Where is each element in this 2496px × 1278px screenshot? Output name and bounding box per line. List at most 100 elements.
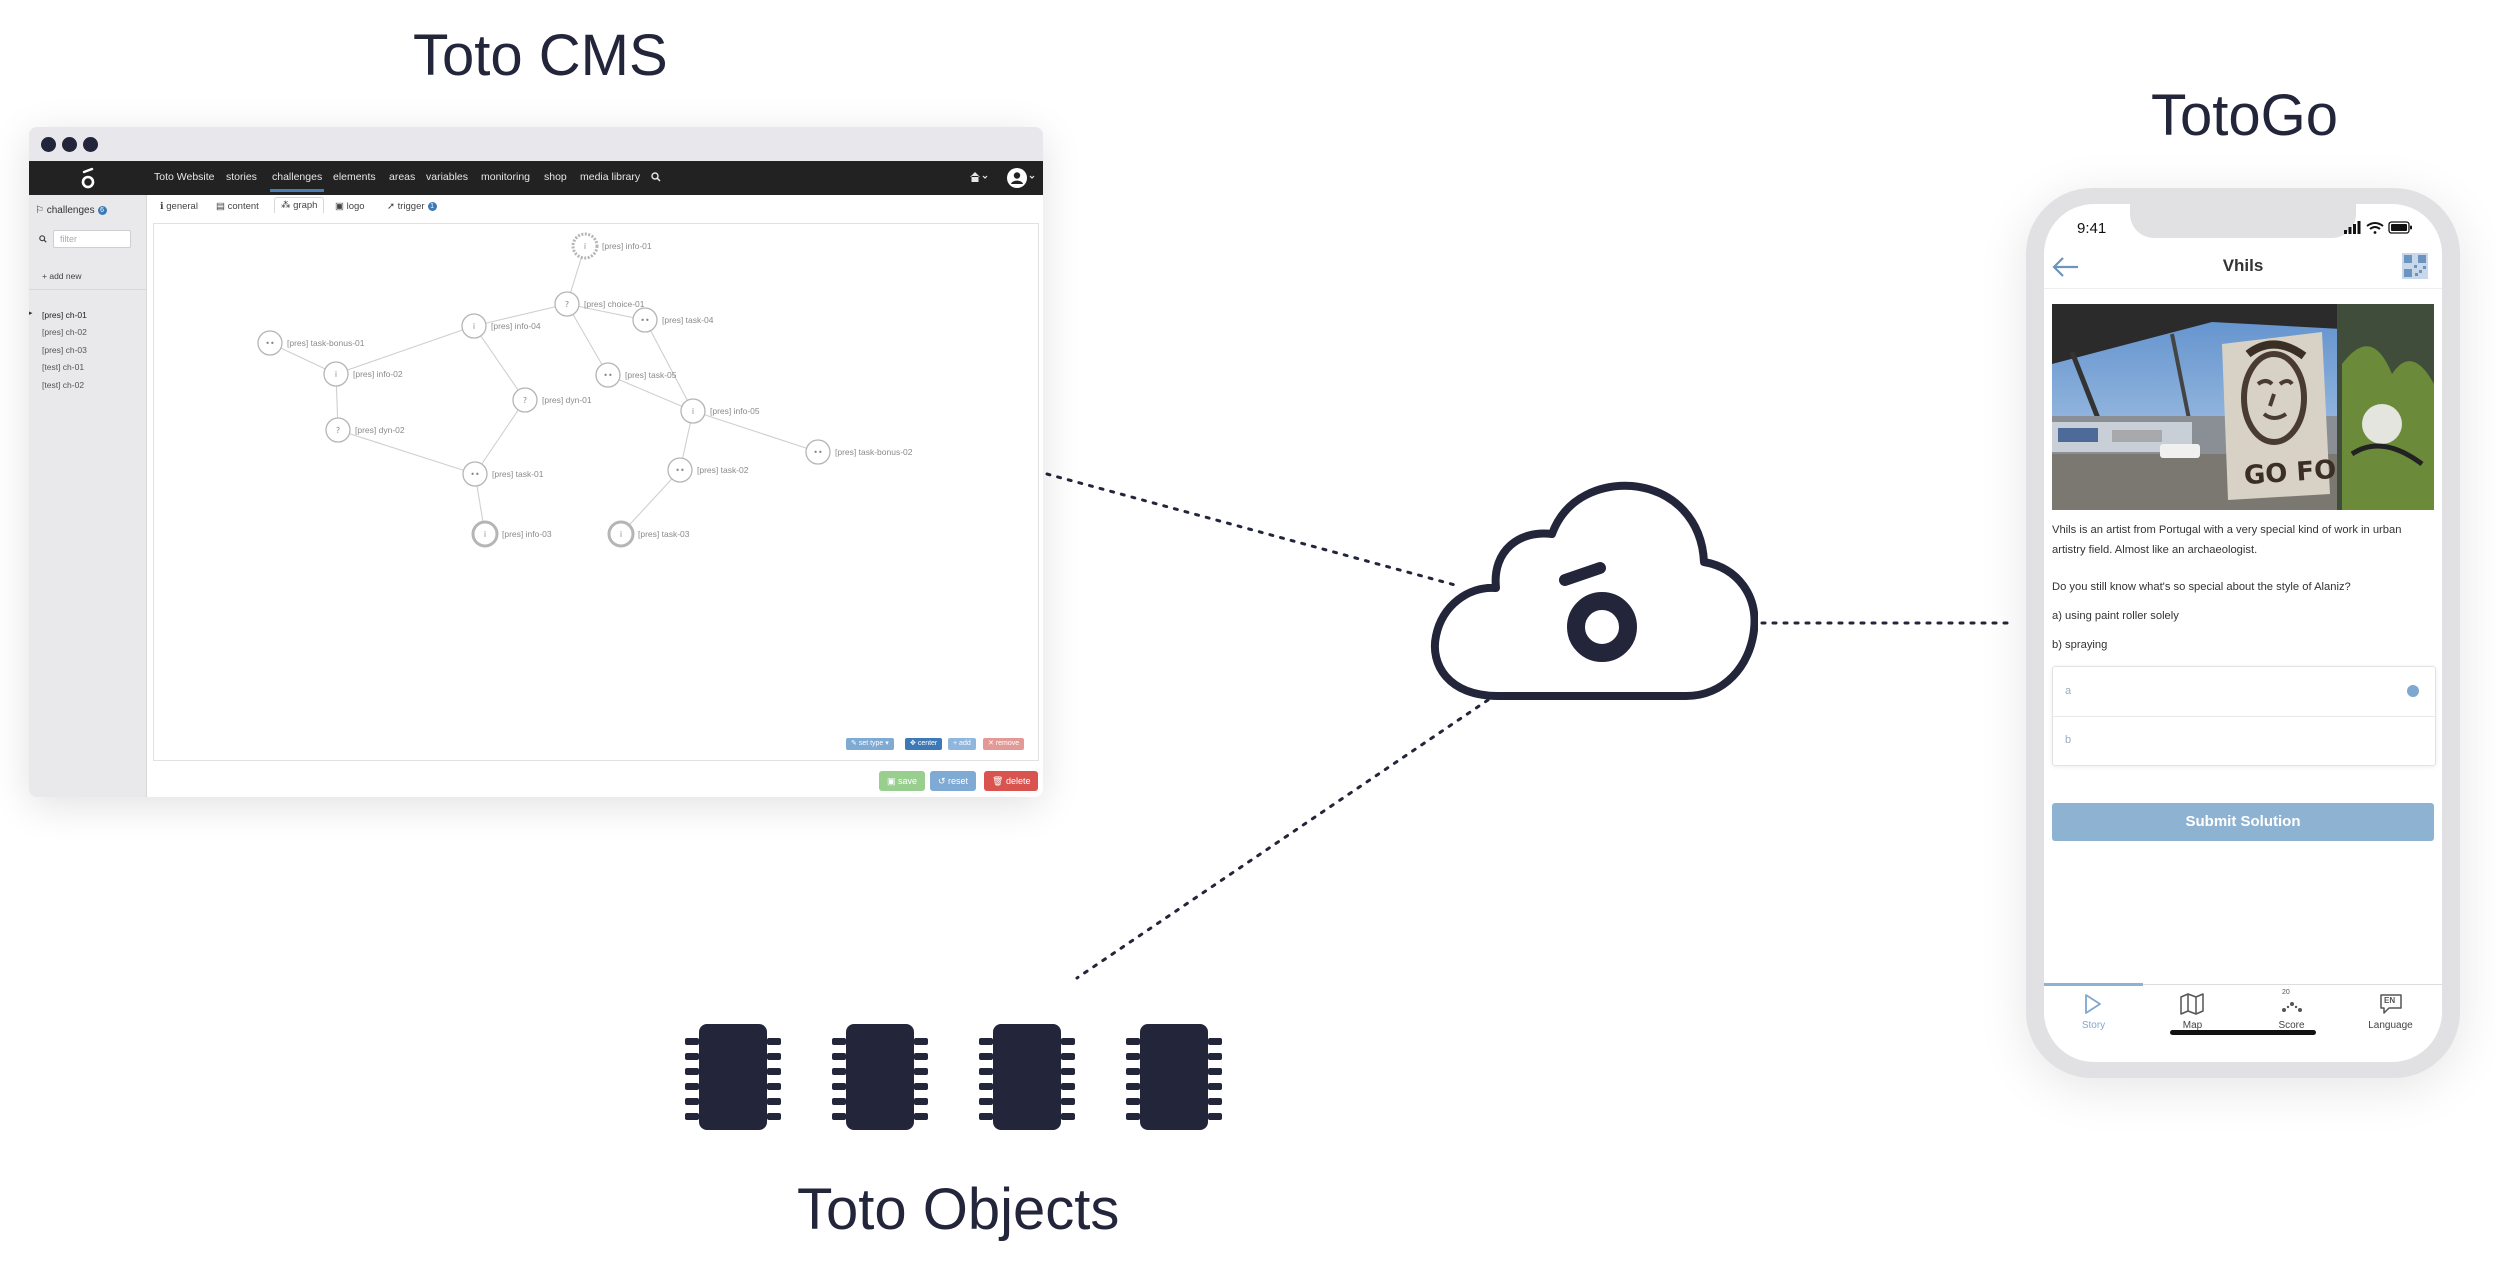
search-icon[interactable]	[651, 172, 661, 182]
graph-node-circle[interactable]	[805, 439, 831, 465]
graph-edge	[644, 319, 694, 412]
user-icon[interactable]	[1006, 167, 1038, 189]
toto-logo-icon[interactable]	[77, 167, 99, 189]
graph-node-circle[interactable]	[571, 232, 599, 260]
graph-node[interactable]: i[pres] info-02	[323, 361, 403, 387]
microchip-icon	[1126, 1024, 1222, 1130]
graph-edge	[473, 303, 568, 327]
story-title: Vhils	[2222, 256, 2264, 275]
selected-caret-icon: ▸	[29, 310, 33, 317]
answer-options: a b	[2052, 666, 2436, 766]
set-type-button[interactable]: ✎ set type ▾	[846, 738, 894, 750]
tab-logo[interactable]: ▣ logo	[335, 201, 365, 212]
graph-node-circle[interactable]	[461, 313, 487, 339]
radio-selected-icon[interactable]	[2407, 685, 2419, 697]
tab-graph[interactable]: ⁂ graph	[274, 197, 325, 213]
sidebar-item[interactable]: [test] ch-01	[42, 362, 85, 372]
graph-node-circle[interactable]	[462, 461, 488, 487]
status-time: 9:41	[2077, 220, 2107, 237]
graph-node-circle[interactable]	[680, 398, 706, 424]
remove-node-button[interactable]: ✕ remove	[983, 738, 1025, 750]
add-new-button[interactable]: + add new	[42, 271, 82, 281]
graph-node[interactable]: ••[pres] task-01	[462, 461, 544, 487]
graph-node-circle[interactable]	[512, 387, 538, 413]
delete-button[interactable]: 🗑 delete	[984, 771, 1039, 791]
tab-map[interactable]: Map	[2143, 985, 2242, 1045]
window-close-dot[interactable]	[41, 137, 56, 152]
sidebar-divider	[29, 289, 146, 290]
graph-node-label: [pres] task-02	[697, 465, 749, 475]
tab-label: Score	[2278, 1020, 2305, 1031]
task-node-icon: ••	[813, 448, 822, 457]
back-arrow-icon[interactable]	[2052, 256, 2080, 278]
toto-logo-icon	[1559, 562, 1637, 662]
nav-monitoring[interactable]: monitoring	[481, 171, 531, 183]
nav-challenges[interactable]: challenges	[269, 171, 325, 192]
graph-node[interactable]: ?[pres] dyn-01	[512, 387, 592, 413]
nav-media-library[interactable]: media library	[580, 171, 641, 183]
graph-node[interactable]: ••[pres] task-05	[595, 362, 677, 388]
graph-node-circle[interactable]	[632, 307, 658, 333]
graph-node[interactable]: ?[pres] choice-01	[554, 291, 645, 317]
center-button[interactable]: ✥ center	[905, 738, 943, 750]
graph-canvas[interactable]: i[pres] info-01?[pres] choice-01••[pres]…	[154, 224, 1038, 760]
challenge-graph[interactable]: i[pres] info-01?[pres] choice-01••[pres]…	[153, 223, 1039, 761]
qr-code-icon[interactable]	[2402, 253, 2428, 279]
sidebar-item[interactable]: [pres] ch-02	[42, 327, 87, 337]
graph-node[interactable]: ••[pres] task-02	[667, 457, 749, 483]
document-icon: ▤	[216, 201, 225, 212]
sidebar-item[interactable]: [test] ch-02	[42, 380, 85, 390]
option-a[interactable]: a	[2053, 667, 2435, 717]
option-label: a	[2065, 685, 2072, 697]
nav-stories[interactable]: stories	[226, 171, 257, 183]
graph-node[interactable]: ••[pres] task-bonus-02	[805, 439, 913, 465]
tab-story[interactable]: Story	[2044, 985, 2143, 1045]
submit-solution-button[interactable]: Submit Solution	[2052, 803, 2434, 841]
graph-node[interactable]: i[pres] info-03	[471, 520, 552, 548]
graph-node-circle[interactable]	[323, 361, 349, 387]
graph-node-circle[interactable]	[595, 362, 621, 388]
graph-node[interactable]: i[pres] info-04	[461, 313, 541, 339]
sidebar-item[interactable]: [pres] ch-01	[42, 310, 87, 320]
cms-navbar: Toto Website stories challenges elements…	[29, 161, 1043, 195]
graph-node-circle[interactable]	[554, 291, 580, 317]
add-node-button[interactable]: + add	[948, 738, 976, 750]
score-badge: 20	[2282, 989, 2290, 996]
microchip-icon	[832, 1024, 928, 1130]
sidebar-item[interactable]: [pres] ch-03	[42, 345, 87, 355]
graph-node-circle[interactable]	[325, 417, 351, 443]
reset-button[interactable]: ↺ reset	[930, 771, 977, 791]
graph-node-label: [pres] dyn-01	[542, 395, 592, 405]
nav-toto-website[interactable]: Toto Website	[154, 171, 215, 183]
info-node-icon: i	[584, 242, 586, 251]
sidebar-filter-input[interactable]: filter	[53, 230, 131, 248]
nav-areas[interactable]: areas	[389, 171, 416, 183]
graph-node[interactable]: i[pres] info-01	[571, 232, 652, 260]
graph-node-label: [pres] info-02	[353, 369, 403, 379]
graph-edge	[566, 303, 646, 321]
tab-language[interactable]: EN Language	[2341, 985, 2440, 1045]
tab-score[interactable]: 20 Score	[2242, 985, 2341, 1045]
graph-node-circle[interactable]	[667, 457, 693, 483]
graph-node[interactable]: i[pres] info-05	[680, 398, 760, 424]
window-maximize-dot[interactable]	[83, 137, 98, 152]
nav-elements[interactable]: elements	[333, 171, 376, 183]
tab-general[interactable]: ℹ general	[160, 201, 198, 212]
home-icon[interactable]	[969, 171, 989, 183]
graph-node[interactable]: ••[pres] task-bonus-01	[257, 330, 365, 356]
nav-variables[interactable]: variables	[426, 171, 469, 183]
window-minimize-dot[interactable]	[62, 137, 77, 152]
graph-node[interactable]: ••[pres] task-04	[632, 307, 714, 333]
graph-node[interactable]: ?[pres] dyn-02	[325, 417, 405, 443]
graph-node-circle[interactable]	[471, 520, 499, 548]
artwork-photo: GO FORTH	[2052, 304, 2434, 510]
graph-node[interactable]: i[pres] task-03	[607, 520, 690, 548]
save-button[interactable]: ▣ save	[879, 771, 926, 791]
option-b[interactable]: b	[2053, 716, 2435, 765]
cms-section-title: Toto CMS	[413, 23, 668, 88]
tab-content[interactable]: ▤ content	[216, 201, 259, 212]
graph-node-circle[interactable]	[257, 330, 283, 356]
nav-shop[interactable]: shop	[544, 171, 567, 183]
graph-node-circle[interactable]	[607, 520, 635, 548]
